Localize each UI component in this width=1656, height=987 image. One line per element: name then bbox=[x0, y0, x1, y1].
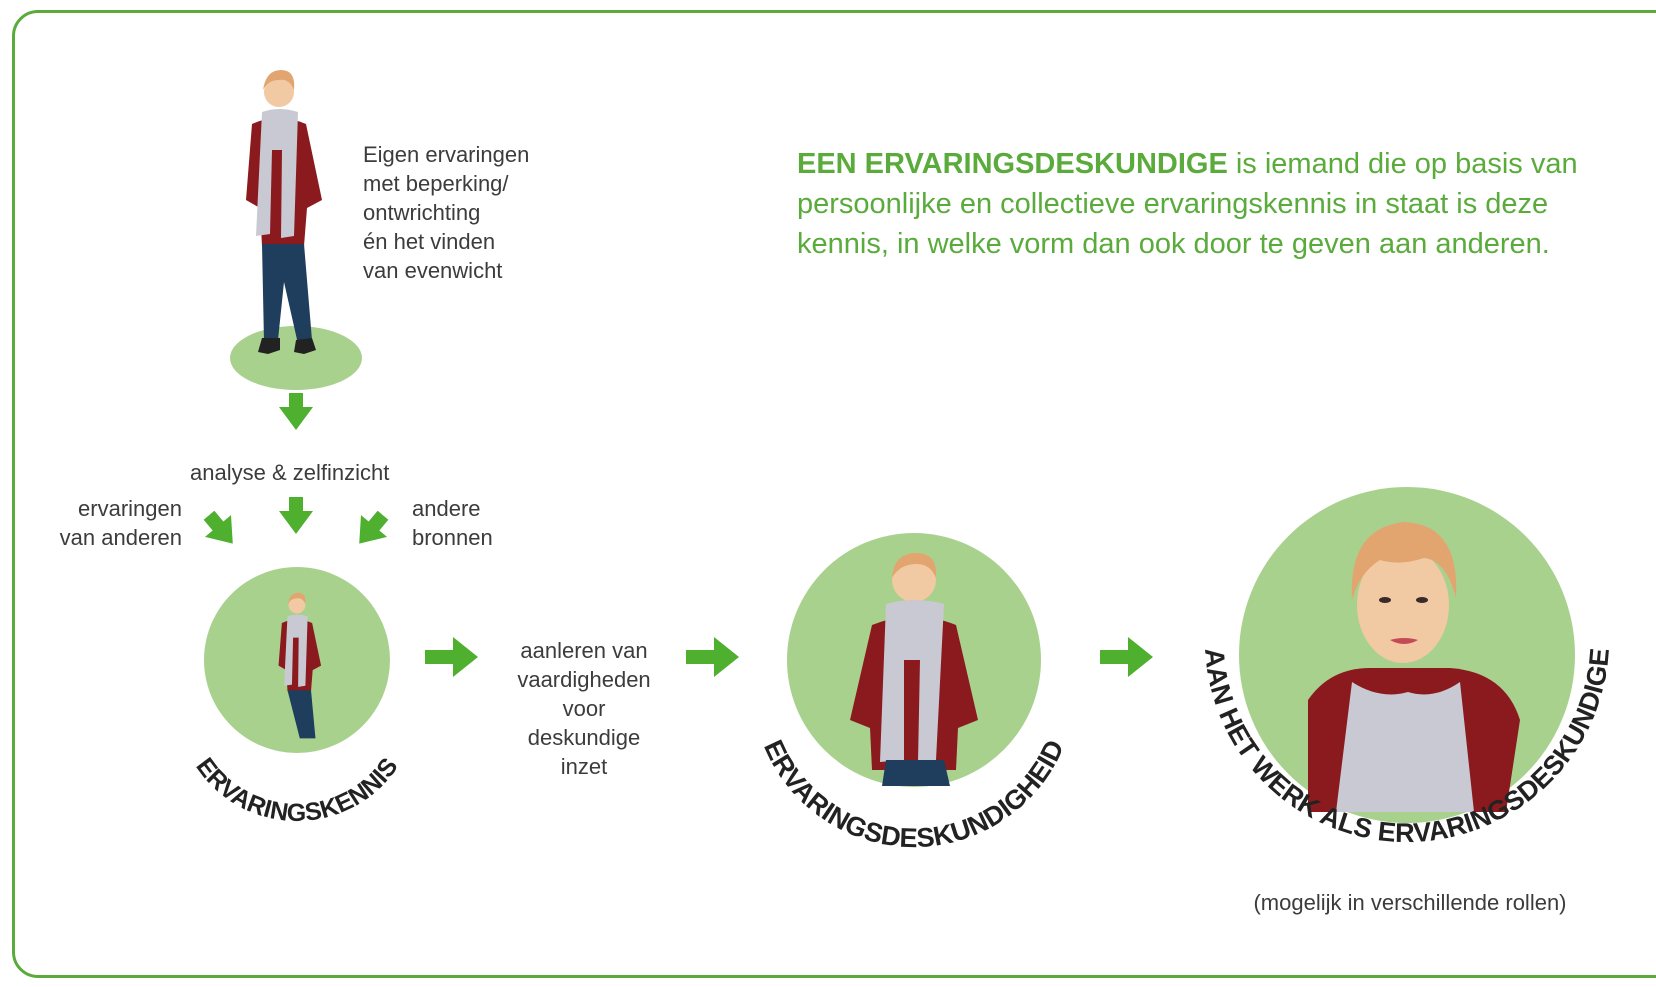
input-label-line: bronnen bbox=[412, 525, 493, 550]
input-label-line: ervaringen bbox=[78, 496, 182, 521]
learning-text-line: vaardigheden bbox=[517, 667, 651, 692]
arrow-down-icon bbox=[279, 497, 313, 534]
person-portrait bbox=[1308, 522, 1520, 812]
standing-person-figure bbox=[230, 70, 362, 390]
intro-text-line: ontwrichting bbox=[363, 200, 481, 225]
arrow-diagonal-left-icon bbox=[359, 510, 389, 544]
input-label-line: andere bbox=[412, 496, 481, 521]
intro-text-line: met beperking/ bbox=[363, 171, 509, 196]
learning-text-line: voor bbox=[562, 696, 606, 721]
input-label-line: van anderen bbox=[59, 525, 182, 550]
ground-ellipse bbox=[230, 326, 362, 390]
stage-label-ervaringskennis: ERVARINGSKENNIS bbox=[190, 753, 403, 827]
diagram-frame bbox=[12, 10, 1656, 978]
intro-text-line: Eigen ervaringen bbox=[363, 142, 530, 167]
definition-body: is iemand die op basis van persoonlijke … bbox=[797, 148, 1578, 260]
definition-term: EEN ERVARINGSDESKUNDIGE bbox=[797, 148, 1228, 180]
person-figure bbox=[246, 70, 322, 354]
input-label-andere-bronnen: andere bronnen bbox=[412, 494, 493, 552]
input-label-analyse: analyse & zelfinzicht bbox=[190, 460, 390, 485]
learning-text-line: inzet bbox=[560, 754, 608, 779]
intro-text: Eigen ervaringen met beperking/ ontwrich… bbox=[363, 140, 529, 285]
definition-text: EEN ERVARINGSDESKUNDIGE is iemand die op… bbox=[797, 144, 1617, 264]
stage-aan-het-werk: AAN HET WERK ALS ERVARINGSDESKUNDIGE bbox=[1199, 487, 1615, 848]
learning-text-line: deskundige bbox=[527, 725, 641, 750]
stage-ervaringskennis: ERVARINGSKENNIS bbox=[190, 567, 404, 827]
arrow-right-icon bbox=[686, 637, 739, 677]
intro-text-line: van evenwicht bbox=[363, 258, 503, 283]
learning-text: aanleren van vaardigheden voor deskundig… bbox=[500, 636, 668, 781]
person-figure bbox=[278, 592, 322, 739]
arrow-down-icon bbox=[279, 393, 313, 430]
arrow-diagonal-right-icon bbox=[203, 510, 233, 544]
intro-text-line: én het vinden bbox=[363, 229, 496, 254]
arrow-right-icon bbox=[1100, 637, 1153, 677]
learning-text-line: aanleren van bbox=[520, 638, 648, 663]
arrow-right-icon bbox=[425, 637, 478, 677]
person-figure bbox=[850, 553, 978, 786]
input-label-ervaringen-van-anderen: ervaringen van anderen bbox=[40, 494, 182, 552]
stage-ervaringsdeskundigheid: ERVARINGSDESKUNDIGHEID bbox=[758, 533, 1070, 853]
footnote-text: (mogelijk in verschillende rollen) bbox=[1253, 890, 1567, 915]
